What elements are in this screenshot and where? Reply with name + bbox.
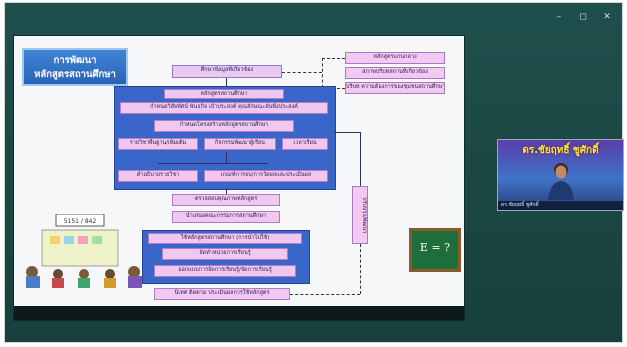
dashed-connector: [282, 72, 322, 73]
connector: [360, 132, 361, 186]
quality-check-box: ตรวจสอบคุณภาพหลักสูตร: [172, 194, 280, 206]
connector: [158, 163, 268, 164]
slide-title-line1: การพัฒนา: [53, 55, 97, 66]
minimize-button[interactable]: –: [556, 12, 562, 22]
dashed-connector: [360, 244, 361, 294]
improve-box: ปรับปรุง/พัฒนา: [352, 186, 368, 244]
presenter-video: [548, 163, 574, 200]
presenter-name: ดร.ชัยฤทธิ์ ชูศักดิ์: [498, 201, 623, 210]
slide-title-line2: หลักสูตรสถานศึกษา: [34, 69, 116, 80]
supervision-box: นิเทศ ติดตาม ประเมินผลการใช้หลักสูตร: [154, 288, 290, 300]
maximize-button[interactable]: ◻: [579, 12, 587, 22]
chalkboard-illustration: E = ?: [409, 228, 461, 272]
right-box-core-curriculum: หลักสูตรแกนกลาง: [345, 52, 445, 64]
implementation-header: ใช้หลักสูตรสถานศึกษา (การนำไปใช้): [148, 233, 302, 244]
course-description-box: คำอธิบายรายวิชา: [118, 170, 198, 182]
activities-box: กิจกรรมพัฒนาผู้เรียน: [204, 138, 276, 150]
right-box-community-needs: บริบท ความต้องการของชุมชนสถานศึกษา: [345, 82, 445, 94]
panel-header: หลักสูตรสถานศึกษา: [164, 89, 284, 99]
webcam-banner: ดร.ชัยฤทธิ์ ชูศักดิ์: [522, 145, 599, 156]
right-box-context: สภาพบริบทสถานที่เกี่ยวข้อง: [345, 67, 445, 79]
window-controls: – ◻ ✕: [554, 13, 612, 22]
shared-screen-slide: การพัฒนา หลักสูตรสถานศึกษา ศึกษาข้อมูลที…: [13, 35, 465, 321]
classroom-illustration: 5151 / 842: [24, 213, 144, 290]
study-info-box: ศึกษาข้อมูลที่เกี่ยวข้อง: [172, 65, 282, 78]
dashed-connector: [322, 58, 345, 59]
slide-title: การพัฒนา หลักสูตรสถานศึกษา: [22, 48, 128, 86]
vision-mission-box: กำหนดวิสัยทัศน์ พันธกิจ เป้าประสงค์ คุณล…: [120, 102, 328, 114]
learning-design-box: ออกแบบการจัดการเรียนรู้/จัดการเรียนรู้: [154, 265, 296, 277]
close-button[interactable]: ✕: [603, 12, 611, 22]
connector: [334, 132, 360, 133]
learning-unit-box: จัดทำหน่วยการเรียนรู้: [162, 248, 288, 260]
subjects-box: รายวิชาพื้นฐาน/เพิ่มเติม: [118, 138, 198, 150]
committee-box: นำเสนอคณะกรรมการสถานศึกษา: [172, 211, 280, 223]
slide-bottom-bar: [14, 306, 464, 320]
structure-box: กำหนดโครงสร้างหลักสูตรสถานศึกษา: [154, 120, 294, 132]
dashed-connector: [290, 294, 360, 295]
connector: [226, 152, 227, 164]
study-time-box: เวลาเรียน: [282, 138, 328, 150]
webcam-tile[interactable]: ดร.ชัยฤทธิ์ ชูศักดิ์ ดร.ชัยฤทธิ์ ชูศักดิ…: [497, 139, 624, 211]
connector: [226, 78, 227, 86]
graduation-criteria-box: เกณฑ์การจบ/การวัดผลและประเมินผล: [204, 170, 328, 182]
dashed-connector: [322, 58, 323, 88]
connector: [226, 188, 227, 194]
board-label: 5151 / 842: [64, 218, 97, 225]
